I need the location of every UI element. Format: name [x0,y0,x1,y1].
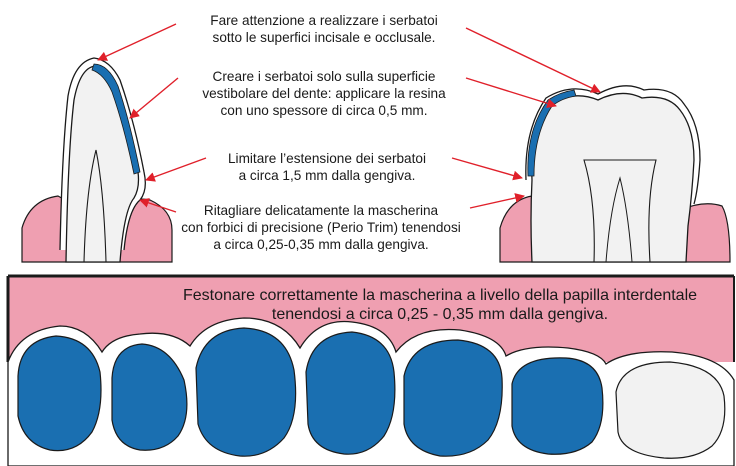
annotation-2-line-3: con uno spessore di circa 0,5 mm. [220,103,428,118]
arrow-note-4-right [469,193,525,209]
arch-caption: Festonare correttamente la mascherina a … [150,286,730,324]
annotation-1: Fare attenzione a realizzare i serbatoi … [186,12,462,46]
molar-tooth [530,92,695,263]
arrow-note-1-right [465,27,601,93]
annotation-1-line-1: Fare attenzione a realizzare i serbatoi [210,13,438,28]
arch-tooth-6 [511,357,604,455]
annotation-4-line-1: Ritagliare delicatamente la mascherina [203,203,439,218]
incisor-pulp [83,149,107,263]
molar-illustration [499,85,731,263]
dental-arch [6,274,735,466]
annotation-arrows [97,23,601,213]
arch-caption-line-1: Festonare correttamente la mascherina a … [182,287,698,304]
annotation-2-line-1: Creare i serbatoi solo sulla superficie [212,69,436,84]
annotation-4-line-2: con forbici di precisione (Perio Trim) t… [181,220,461,235]
arch-tooth-3 [195,327,297,457]
arch-tooth-4 [305,331,396,455]
arrow-note-4-left [139,198,177,213]
arrow-note-3-left [145,157,207,182]
annotation-2: Creare i serbatoi solo sulla superficie … [184,68,464,119]
incisor-reservoir [91,63,141,175]
annotation-4: Ritagliare delicatamente la mascherina c… [146,202,496,253]
arrow-note-2-right [465,77,557,109]
arch-tooth-5 [403,339,503,457]
annotation-3: Limitare l’estensione dei serbatoi a cir… [204,150,450,184]
arrow-note-2-left [129,77,179,119]
arch-caption-line-2: tenendosi a circa 0,25 - 0,35 mm dalla g… [271,306,609,323]
arch-tooth-2 [111,343,188,451]
annotation-2-line-2: vestibolare del dente: applicare la resi… [202,86,446,101]
annotation-3-line-1: Limitare l’estensione dei serbatoi [228,151,426,166]
arrow-note-3-right [451,157,523,181]
arrow-note-1-left [97,23,177,61]
arch-tooth-1 [17,335,102,452]
molar-pulp [583,159,657,263]
annotation-3-line-2: a circa 1,5 mm dalla gengiva. [238,168,416,183]
annotation-1-line-2: sotto le superfici incisale e occlusale. [212,30,436,45]
molar-reservoir [527,89,577,177]
annotation-4-line-3: a circa 0,25-0,35 mm dalla gengiva. [213,237,429,252]
arch-tooth-7 [615,361,726,459]
